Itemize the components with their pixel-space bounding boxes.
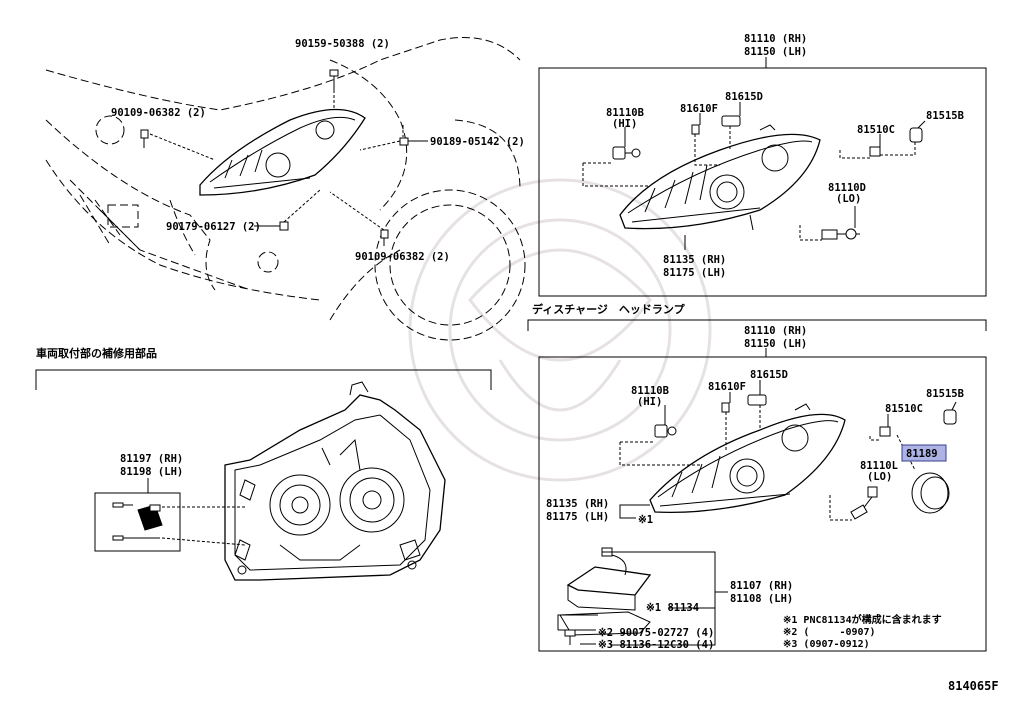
vehicle-overview: [45, 37, 526, 341]
callout-halogen-81135: 81135 (RH): [663, 254, 726, 266]
callout-discharge-housing-mark: ※1: [638, 514, 653, 526]
callout-90159-50388: 90159-50388 (2): [295, 38, 390, 50]
note-2: ※2 ( -0907): [783, 627, 876, 638]
callout-discharge-assy-lh: 81150 (LH): [744, 338, 807, 350]
watermark-emblem: [408, 178, 712, 482]
callout-halogen-81615d: 81615D: [725, 91, 763, 103]
callout-discharge-81175: 81175 (LH): [546, 511, 609, 523]
headlamp-rear-view-drawing: [112, 381, 446, 581]
callout-discharge-81110b: 81110B: [631, 385, 669, 397]
callout-halogen-81110b-hi: (HI): [612, 118, 637, 130]
repair-bracket: [35, 369, 492, 390]
callout-discharge-81110l-lo: (LO): [867, 471, 892, 483]
halogen-frame: [538, 67, 987, 297]
callout-halogen-81175: 81175 (LH): [663, 267, 726, 279]
discharge-frame: [538, 356, 987, 652]
callout-halogen-81110d: 81110D: [828, 182, 866, 194]
callout-90179-06127: 90179-06127 (2): [166, 221, 261, 233]
note-1: ※1 PNC81134が構成に含まれます: [783, 613, 942, 626]
halogen-headlamp-drawing: [582, 102, 926, 250]
repair-kit-box: [94, 492, 181, 552]
callout-halogen-81510c: 81510C: [857, 124, 895, 136]
callout-discharge-81135: 81135 (RH): [546, 498, 609, 510]
callout-discharge-81134: ※1 81134: [646, 602, 699, 614]
discharge-bracket: [527, 319, 987, 331]
callout-discharge-assy-rh: 81110 (RH): [744, 325, 807, 337]
callout-discharge-81108: 81108 (LH): [730, 593, 793, 605]
callout-discharge-81189: 81189: [906, 448, 938, 460]
callout-halogen-81515b: 81515B: [926, 110, 964, 122]
repair-section-title: 車両取付部の補修用部品: [36, 346, 157, 360]
callout-discharge-81515b: 81515B: [926, 388, 964, 400]
callout-90109-06382-lower: 90109-06382 (2): [355, 251, 450, 263]
callout-halogen-81110b: 81110B: [606, 107, 644, 119]
callout-halogen-assy-rh: 81110 (RH): [744, 33, 807, 45]
callout-discharge-81510c: 81510C: [885, 403, 923, 415]
callout-81189-highlight: [901, 444, 947, 462]
callout-90189-05142: 90189-05142 (2): [430, 136, 525, 148]
callout-halogen-81110d-lo: (LO): [836, 193, 861, 205]
callout-90109-06382-upper: 90109-06382 (2): [111, 107, 206, 119]
callout-discharge-81610f: 81610F: [708, 381, 746, 393]
callout-halogen-assy-lh: 81150 (LH): [744, 46, 807, 58]
callout-discharge-81615d: 81615D: [750, 369, 788, 381]
callout-discharge-90075-02727: ※2 90075-02727 (4): [598, 627, 714, 639]
callout-discharge-81136-12c30: ※3 81136-12C30 (4): [598, 639, 714, 651]
callout-discharge-81110l: 81110L: [860, 460, 898, 472]
note-3: ※3 (0907-0912): [783, 639, 870, 650]
callout-discharge-81107: 81107 (RH): [730, 580, 793, 592]
callout-halogen-81610f: 81610F: [680, 103, 718, 115]
discharge-headlamp-drawing: [557, 380, 957, 646]
callout-repair-81198: 81198 (LH): [120, 466, 183, 478]
discharge-section-title: ディスチャージ ヘッドランプ: [532, 302, 686, 316]
callout-repair-81197: 81197 (RH): [120, 453, 183, 465]
figure-id: 814065F: [948, 679, 999, 693]
callout-discharge-81110b-hi: (HI): [637, 396, 662, 408]
